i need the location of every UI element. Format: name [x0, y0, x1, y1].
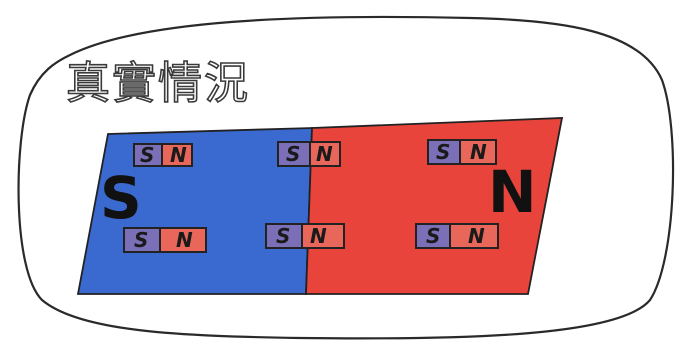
small-magnet: S N	[133, 143, 193, 167]
small-magnet-s-label: S	[276, 224, 290, 248]
small-magnet-n-label: N	[310, 224, 327, 248]
small-magnet-n-label: N	[468, 224, 485, 248]
small-magnet-n-label: N	[470, 140, 487, 164]
small-magnet-s-label: S	[436, 140, 450, 164]
small-magnet-s-label: S	[426, 224, 440, 248]
small-magnet: S N	[427, 139, 497, 165]
big-magnet-s-label: S	[100, 164, 142, 232]
cloud-frame	[17, 15, 675, 340]
small-magnet-s-label: S	[286, 142, 300, 166]
small-magnet-n-label: N	[316, 142, 333, 166]
small-magnet: S N	[123, 227, 207, 253]
small-magnet-n-label: N	[176, 228, 193, 252]
title: 真實情況	[66, 58, 250, 109]
small-magnet-s-label: S	[134, 228, 148, 252]
small-magnet-n-label: N	[170, 143, 187, 167]
small-magnet: S N	[265, 223, 345, 249]
big-magnet-n-label: N	[488, 158, 537, 226]
small-magnet: S N	[277, 141, 341, 167]
small-magnet-s-label: S	[140, 143, 154, 167]
small-magnet: S N	[415, 223, 499, 249]
